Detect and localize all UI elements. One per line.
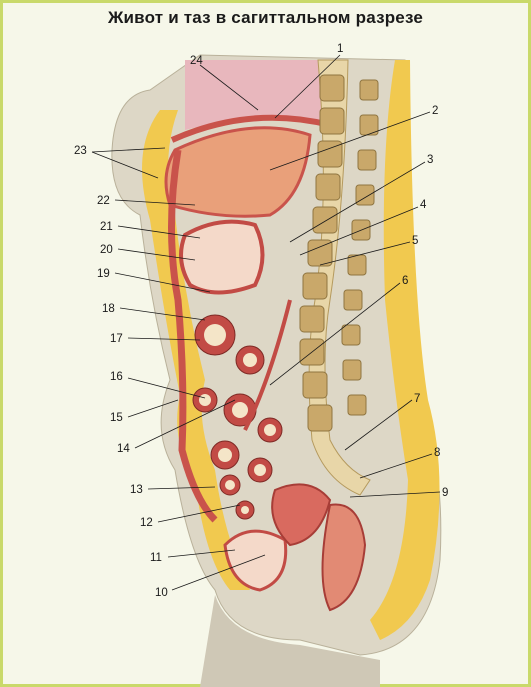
abdominal-wall-muscle (168, 149, 218, 523)
mesentery (243, 299, 292, 431)
stomach (179, 219, 265, 295)
liver (164, 126, 312, 218)
label-2: 2 (432, 105, 438, 117)
label-7: 7 (414, 393, 420, 405)
label-6: 6 (402, 275, 408, 287)
intestine-lumens (199, 324, 276, 514)
label-3: 3 (427, 154, 433, 166)
label-23: 23 (74, 145, 87, 157)
label-18: 18 (102, 303, 115, 315)
label-4: 4 (420, 199, 427, 211)
uterus (271, 483, 332, 547)
thigh-base (200, 595, 380, 687)
label-21: 21 (100, 221, 113, 233)
label-15: 15 (110, 412, 123, 424)
rectum (321, 503, 367, 612)
label-12: 12 (140, 517, 153, 529)
label-8: 8 (434, 447, 440, 459)
label-9: 9 (442, 487, 448, 499)
labels: 1 2 3 4 5 6 7 8 9 10 11 12 13 14 15 16 1… (74, 43, 448, 599)
label-16: 16 (110, 371, 123, 383)
bladder (223, 529, 288, 592)
page-title: Живот и таз в сагиттальном разрезе (107, 8, 424, 27)
leader-lines (91, 54, 441, 591)
thorax-lungs (185, 60, 330, 130)
label-22: 22 (97, 195, 110, 207)
label-10: 10 (155, 587, 168, 599)
diaphragm (170, 114, 331, 143)
label-24: 24 (190, 55, 203, 67)
label-14: 14 (117, 443, 130, 455)
label-13: 13 (130, 484, 143, 496)
label-20: 20 (100, 244, 113, 256)
label-11: 11 (150, 552, 162, 564)
fat-layer-posterior (370, 60, 440, 640)
label-17: 17 (110, 333, 123, 345)
label-19: 19 (97, 268, 110, 280)
label-1: 1 (337, 43, 343, 55)
vertebral-column (299, 59, 379, 496)
label-5: 5 (412, 235, 418, 247)
